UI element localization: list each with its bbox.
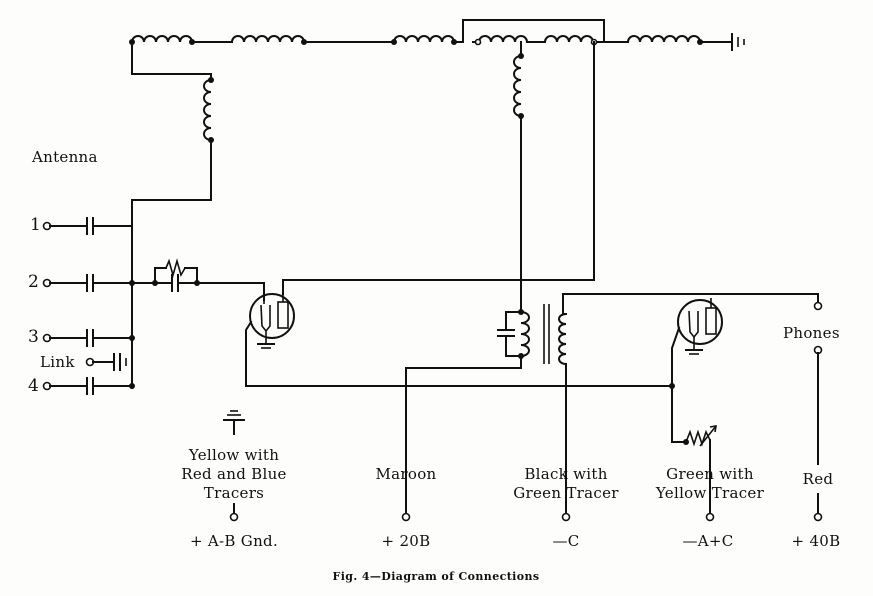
phones-label: Phones (783, 324, 840, 342)
wire-green-label: Green with Yellow Tracer (655, 465, 765, 502)
terminal-1-label: 1 (30, 215, 42, 235)
antenna-loading-coil (131, 41, 214, 389)
post-ab-gnd-label: + A-B Gnd. (189, 532, 279, 550)
battery-posts (229, 503, 823, 522)
coil-4-icon (478, 35, 528, 43)
wire-maroon-label: Maroon (375, 465, 437, 483)
figure-caption: Fig. 4—Diagram of Connections (332, 570, 540, 583)
post-20b-label: + 20B (381, 532, 431, 550)
coil-5-icon (544, 35, 594, 43)
antenna-label: Antenna (32, 148, 98, 166)
coil-2-icon (231, 35, 305, 43)
terminal-2-label: 2 (28, 272, 40, 292)
coil-3-icon (393, 35, 455, 43)
top-coil-row (129, 19, 745, 51)
grid-leak (152, 258, 265, 301)
plate-coil (513, 41, 524, 313)
post-40b-terminal (813, 512, 823, 522)
coil-vertical-left-icon (203, 79, 212, 141)
transformer-primary-icon (520, 311, 530, 357)
resistor-icon (165, 258, 186, 278)
post-40b-label: + 40B (791, 532, 841, 550)
post-a-c-terminal (705, 512, 715, 522)
wire-black-label: Black with Green Tracer (513, 465, 619, 502)
antenna-terminals (42, 217, 156, 395)
coil-vertical-mid-icon (513, 55, 522, 117)
wire-red-label: Red (802, 470, 834, 488)
post-20b-terminal (401, 512, 411, 522)
rheostat-icon (685, 429, 711, 447)
ground-symbol-icon (223, 410, 245, 435)
vacuum-tube-2-icon (669, 298, 723, 515)
terminal-4-label: 4 (28, 376, 40, 396)
vacuum-tube-1-icon (245, 41, 673, 387)
audio-transformer (405, 293, 819, 515)
link-label: Link (40, 353, 75, 371)
coil-1-icon (131, 35, 193, 43)
post-minus-c-terminal (561, 512, 571, 522)
phones-terminal-top (813, 301, 823, 311)
terminal-3-label: 3 (28, 327, 40, 347)
coil-6-icon (627, 35, 701, 43)
phones-circuit (813, 301, 823, 515)
wire-yellow-label: Yellow with Red and Blue Tracers (181, 446, 287, 502)
post-ab-gnd-terminal (229, 512, 239, 522)
post-minus-c-label: —C (552, 532, 580, 550)
post-a-c-label: —A+C (682, 532, 734, 550)
transformer-secondary-icon (558, 313, 567, 365)
